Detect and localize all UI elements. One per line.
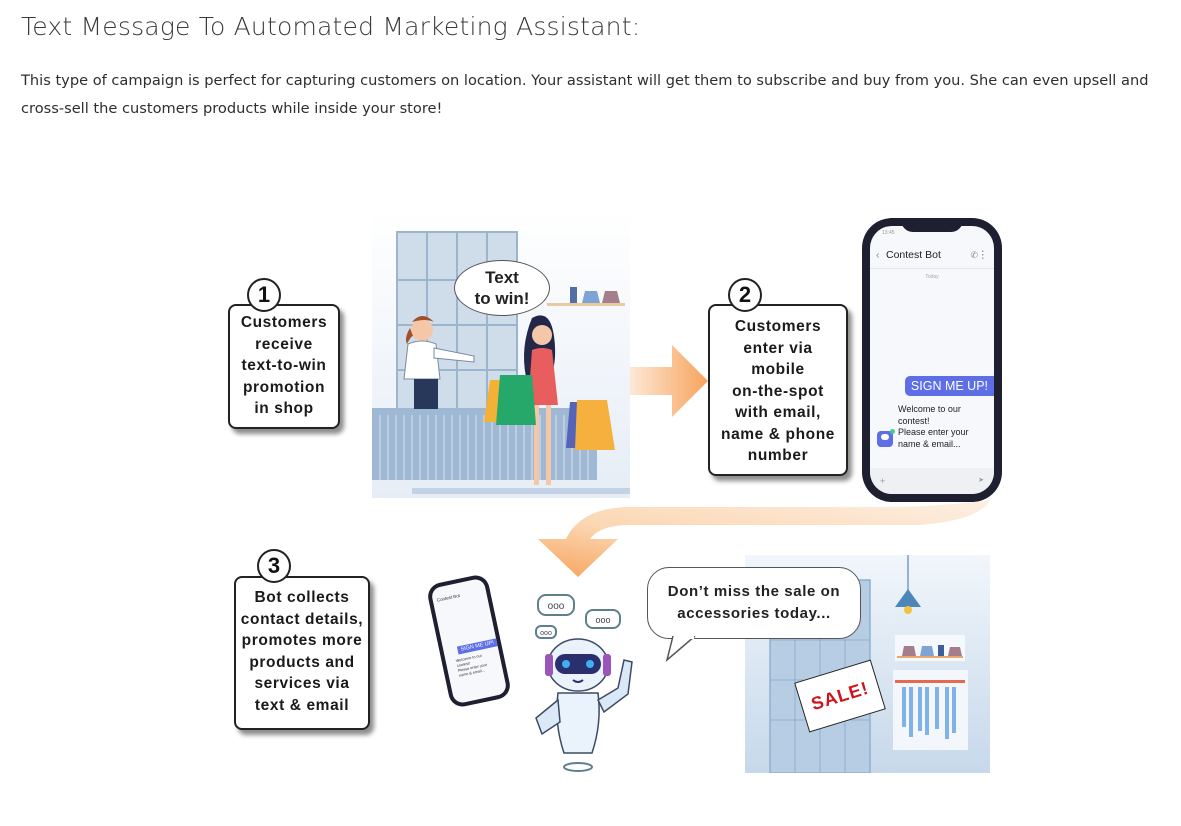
step-1-box: Customers receive text-to-win promotion …	[228, 304, 340, 429]
back-icon[interactable]: ‹	[876, 249, 880, 261]
compose-bar[interactable]: + ➤	[870, 468, 994, 494]
step-1-line: in shop	[254, 400, 314, 417]
bot-speech-bubble: Don’t miss the sale on accessories today…	[647, 567, 861, 639]
menu-icon[interactable]: ⋮	[977, 249, 989, 261]
phone-screen: 13:45 ‹ Contest Bot ✆ ⋮ Today SIGN ME UP…	[870, 226, 994, 494]
shop-speech-bubble: Text to win!	[454, 260, 550, 316]
incoming-line: Please enter your	[898, 427, 969, 437]
intro-paragraph: This type of campaign is perfect for cap…	[21, 72, 1149, 117]
shop-illustration: Text to win!	[372, 210, 630, 498]
step-2-line: number	[747, 447, 809, 464]
bot-bubble-line: Don’t miss the sale on	[667, 583, 841, 600]
step-1-line: receive	[255, 335, 313, 353]
step-3-box: Bot collects contact details, promotes m…	[234, 576, 370, 730]
incoming-line: name & email...	[898, 438, 961, 449]
small-phone-mockup: Contest Bot SIGN ME UP! Welcome to our c…	[425, 572, 513, 710]
call-icon[interactable]: ✆	[970, 250, 978, 260]
svg-text:ooo: ooo	[540, 630, 552, 637]
bot-bubble-line: accessories today...	[677, 605, 831, 622]
sale-sign-text: SALE!	[808, 677, 872, 715]
shop-scene-icon	[372, 210, 630, 498]
step-1-line: Customers	[240, 314, 328, 331]
step-3-line: products and	[249, 653, 355, 671]
incoming-line: contest!	[898, 415, 930, 426]
step-2-line: Customers	[734, 318, 822, 335]
step-1-line: promotion	[242, 378, 326, 396]
incoming-message: Welcome to our contest! Please enter you…	[898, 404, 969, 450]
step-2-number: 2	[728, 278, 762, 312]
phone-time: 13:45	[882, 230, 895, 236]
step-3-line: promotes more	[241, 632, 363, 649]
step-2-box: Customers enter via mobile on-the-spot w…	[708, 304, 848, 476]
small-contact-name: Contest Bot	[436, 592, 461, 603]
shop-bubble-line: to win!	[474, 289, 530, 308]
plus-icon[interactable]: +	[880, 476, 886, 486]
step-3-line: contact details,	[240, 610, 364, 628]
incoming-line: Welcome to our	[898, 404, 961, 414]
small-phone-screen: Contest Bot SIGN ME UP! Welcome to our c…	[430, 577, 508, 705]
outgoing-message: SIGN ME UP!	[904, 376, 994, 396]
step-3-line: services via	[254, 675, 350, 692]
send-icon[interactable]: ➤	[978, 477, 984, 484]
step-2-line: on-the-spot	[732, 382, 824, 400]
step-1-number: 1	[247, 278, 281, 312]
step-2-line: enter via	[743, 339, 813, 357]
phone-notch	[901, 218, 963, 232]
bot-avatar-icon	[877, 429, 895, 447]
phone-mockup: 13:45 ‹ Contest Bot ✆ ⋮ Today SIGN ME UP…	[862, 218, 1002, 502]
bot-bubble-tail-icon	[665, 636, 696, 662]
step-1-line: text-to-win	[241, 357, 327, 374]
step-3-line: text & email	[254, 696, 350, 714]
step-3-number: 3	[257, 549, 291, 583]
svg-text:ooo: ooo	[548, 601, 565, 612]
small-outgoing-message: SIGN ME UP!	[456, 638, 498, 655]
contact-name: Contest Bot	[886, 249, 941, 261]
arrow-right-icon	[630, 345, 708, 417]
page-title: Text Message To Automated Marketing Assi…	[21, 12, 641, 41]
step-3-line: Bot collects	[254, 589, 350, 606]
day-label: Today	[925, 274, 939, 280]
shop-bubble-line: Text	[485, 268, 519, 287]
svg-text:ooo: ooo	[595, 615, 610, 625]
step-2-line: mobile	[751, 361, 805, 378]
arrow-curved-down-icon	[538, 500, 990, 577]
step-2-line: with email,	[735, 404, 821, 421]
chat-header: ‹ Contest Bot ✆ ⋮	[870, 242, 994, 269]
step-2-line: name & phone	[721, 425, 835, 443]
robot-assistant-icon: ooo ooo ooo	[535, 594, 633, 772]
small-incoming-message: Welcome to our contest! Please enter you…	[455, 653, 488, 679]
